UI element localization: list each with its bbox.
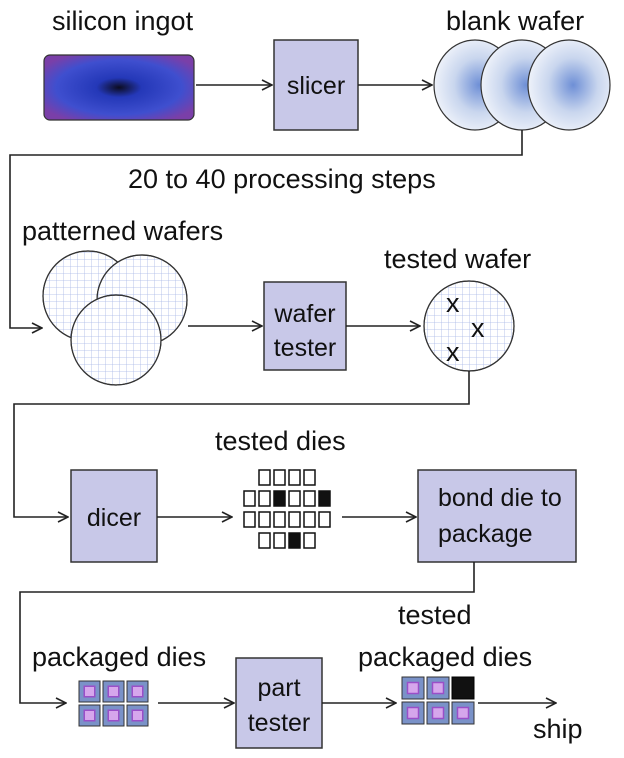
die-passed (258, 469, 271, 486)
wafer-tester-box (263, 281, 347, 371)
die-passed (258, 511, 271, 528)
die-passed (303, 532, 316, 549)
packaged-dies-grid (78, 680, 149, 727)
bond-label-line2: package (438, 520, 533, 548)
silicon-ingot (43, 54, 195, 121)
die-passed (273, 469, 286, 486)
blank-wafer-label: blank wafer (446, 6, 584, 36)
package-die (431, 706, 445, 720)
die-passed (273, 511, 286, 528)
die-passed (303, 469, 316, 486)
defect-mark: x (471, 313, 485, 343)
tested-packaged-label-line2: packaged dies (358, 642, 532, 672)
die-passed (288, 469, 301, 486)
tested-dies-grid (243, 469, 331, 549)
die-failed (273, 490, 286, 507)
tested-wafer (423, 280, 515, 372)
tested-packaged-dies-grid (401, 676, 475, 725)
die-passed (258, 490, 271, 507)
package-failed (451, 676, 475, 700)
die-passed (243, 490, 256, 507)
die-passed (303, 490, 316, 507)
package-die (131, 709, 144, 722)
die-passed (288, 490, 301, 507)
blank-wafer (527, 39, 611, 131)
package-die (131, 685, 144, 698)
package-die (431, 681, 445, 695)
processing-steps-label: 20 to 40 processing steps (128, 164, 436, 194)
die-failed (318, 490, 331, 507)
package-die (107, 709, 120, 722)
tested-dies-label: tested dies (215, 426, 346, 456)
patterned-wafers-label: patterned wafers (22, 216, 223, 246)
connector-bond-to-packaged (19, 562, 475, 703)
die-passed (243, 511, 256, 528)
part-tester-label-line2: tester (248, 709, 311, 737)
package-die (83, 709, 96, 722)
silicon-ingot-label: silicon ingot (52, 6, 194, 36)
part-tester-box (235, 657, 323, 749)
connector-wafer-to-patterned (9, 130, 523, 328)
slicer-label: slicer (287, 72, 345, 100)
bond-die-to-package-box (417, 469, 577, 563)
connector-tested-to-dicer (13, 371, 470, 517)
package-die (83, 685, 96, 698)
wafer-tester-label-line2: tester (274, 334, 337, 362)
tested-packaged-label-line1: tested (398, 600, 472, 630)
part-tester-label-line1: part (257, 674, 300, 702)
die-passed (318, 511, 331, 528)
die-passed (288, 511, 301, 528)
bond-label-line1: bond die to (438, 484, 562, 512)
dicer-box (70, 469, 158, 563)
ship-label: ship (533, 714, 583, 744)
die-passed (303, 511, 316, 528)
package-die (406, 706, 420, 720)
package-die (406, 681, 420, 695)
dicer-label: dicer (87, 504, 141, 532)
packaged-dies-label: packaged dies (32, 642, 206, 672)
package-die (456, 706, 470, 720)
wafer-tester-label-line1: wafer (273, 300, 335, 328)
die-failed (288, 532, 301, 549)
tested-wafer-label: tested wafer (384, 244, 531, 274)
defect-mark: x (446, 337, 460, 367)
patterned-wafers (42, 250, 188, 386)
die-passed (258, 532, 271, 549)
die-passed (273, 532, 286, 549)
defect-mark: x (446, 288, 460, 318)
package-die (107, 685, 120, 698)
